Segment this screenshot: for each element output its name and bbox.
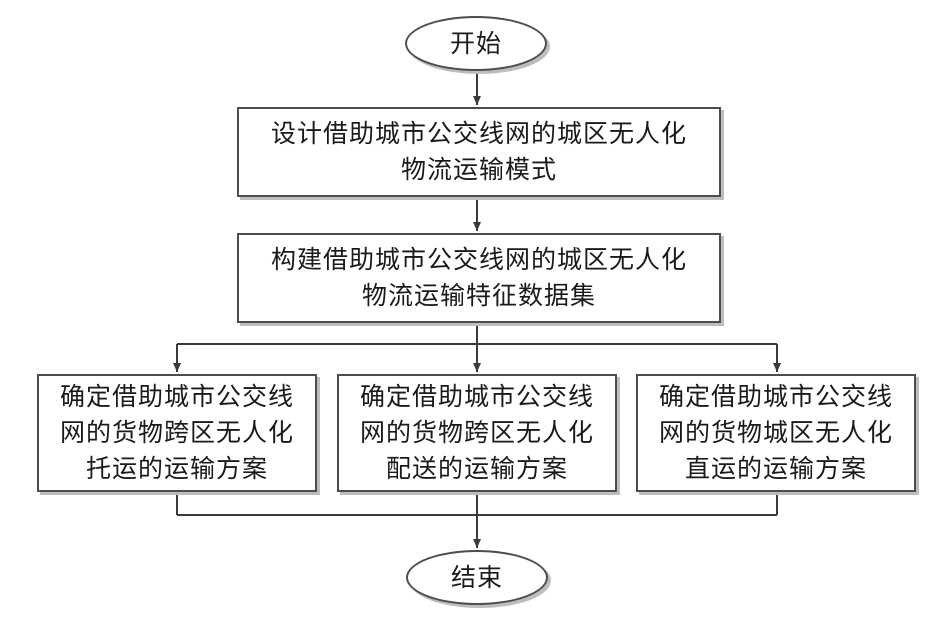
step2-line-1: 构建借助城市公交线网的城区无人化	[271, 242, 687, 278]
option2-line-1: 确定借助城市公交线	[360, 379, 594, 415]
step2-line-2: 物流运输特征数据集	[362, 278, 596, 314]
option2-line-3: 配送的运输方案	[386, 451, 568, 487]
end-node: 结束	[406, 550, 548, 605]
option-direct-transport-plan: 确定借助城市公交线 网的货物城区无人化 直运的运输方案	[636, 374, 916, 492]
build-dataset-step: 构建借助城市公交线网的城区无人化 物流运输特征数据集	[237, 233, 721, 323]
start-node: 开始	[405, 16, 547, 71]
option3-line-2: 网的货物城区无人化	[659, 415, 893, 451]
option-consignment-plan: 确定借助城市公交线 网的货物跨区无人化 托运的运输方案	[37, 374, 317, 492]
option1-line-3: 托运的运输方案	[86, 451, 268, 487]
design-mode-step: 设计借助城市公交线网的城区无人化 物流运输模式	[237, 107, 721, 197]
step1-line-2: 物流运输模式	[401, 152, 557, 188]
option3-line-1: 确定借助城市公交线	[659, 379, 893, 415]
end-label: 结束	[451, 560, 503, 596]
start-label: 开始	[450, 26, 502, 62]
option-delivery-plan: 确定借助城市公交线 网的货物跨区无人化 配送的运输方案	[337, 374, 617, 492]
option1-line-2: 网的货物跨区无人化	[60, 415, 294, 451]
option3-line-3: 直运的运输方案	[685, 451, 867, 487]
option1-line-1: 确定借助城市公交线	[60, 379, 294, 415]
step1-line-1: 设计借助城市公交线网的城区无人化	[271, 116, 687, 152]
option2-line-2: 网的货物跨区无人化	[360, 415, 594, 451]
